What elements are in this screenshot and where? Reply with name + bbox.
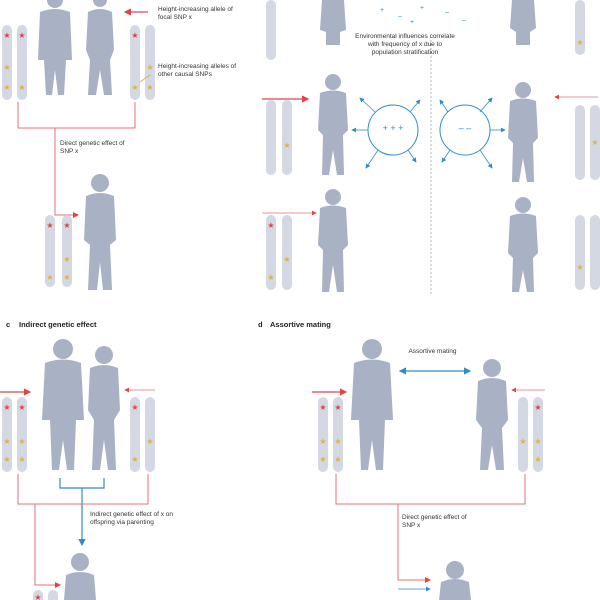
parent-figure-female (88, 346, 120, 470)
svg-text:★: ★ (334, 437, 341, 446)
child-figure (439, 561, 471, 600)
svg-text:★: ★ (3, 403, 10, 412)
svg-text:★: ★ (18, 83, 25, 92)
svg-text:★: ★ (576, 263, 583, 272)
svg-text:★: ★ (534, 403, 541, 412)
minus-signs: – – (458, 123, 472, 133)
chromosome-pair: ★ ★ ★ (575, 0, 600, 290)
svg-text:★: ★ (519, 437, 526, 446)
svg-text:★: ★ (319, 437, 326, 446)
label-indirect-effect: Indirect genetic effect of x on offsprin… (90, 511, 173, 526)
chromosome-pair: ★ ★ ★ ★ ★ ★ (318, 397, 343, 472)
svg-text:★: ★ (267, 273, 274, 282)
svg-text:★: ★ (46, 273, 53, 282)
svg-text:–: – (462, 17, 466, 24)
label-focal-allele: Height-increasing allele of focal SNP x (158, 6, 233, 21)
svg-text:★: ★ (334, 403, 341, 412)
svg-text:★: ★ (131, 403, 138, 412)
label-direct-effect-d: Direct genetic effect of SNP x (402, 514, 467, 529)
svg-text:★: ★ (334, 455, 341, 464)
parent-figure-male (42, 339, 84, 470)
child-figure (64, 553, 96, 600)
parent-figure-male (38, 0, 72, 95)
parent-figure-female (476, 359, 508, 470)
person-figure (318, 0, 348, 292)
svg-text:★: ★ (267, 221, 274, 230)
svg-text:★: ★ (131, 83, 138, 92)
svg-text:★: ★ (3, 437, 10, 446)
svg-text:★: ★ (534, 455, 541, 464)
svg-text:★: ★ (18, 437, 25, 446)
label-assortive-mating: Assortive mating (408, 348, 457, 355)
svg-text:★: ★ (319, 455, 326, 464)
svg-text:–: – (398, 13, 402, 20)
svg-text:★: ★ (283, 255, 290, 264)
svg-text:★: ★ (146, 437, 153, 446)
svg-text:★: ★ (146, 83, 153, 92)
svg-text:+: + (380, 7, 384, 14)
svg-text:★: ★ (534, 437, 541, 446)
svg-text:★: ★ (34, 593, 41, 600)
panel-d-letter: d (258, 320, 263, 329)
parent-figure-male (351, 339, 393, 470)
svg-text:★: ★ (18, 31, 25, 40)
svg-text:★: ★ (63, 255, 70, 264)
svg-text:★: ★ (319, 403, 326, 412)
svg-text:★: ★ (283, 141, 290, 150)
panel-c: ★ ★ ★ ★ ★ ★ ★ ★ ★ (0, 339, 155, 600)
svg-text:★: ★ (63, 221, 70, 230)
svg-text:★: ★ (63, 273, 70, 282)
svg-text:★: ★ (591, 138, 598, 147)
panel-d-title: Assortive mating (270, 320, 331, 329)
panel-b: + – + – – + ★ ★ ★ ★ (262, 0, 600, 295)
chromosome-pair: ★ ★ ★ ★ (518, 397, 543, 472)
panel-a: ★ ★ ★ ★ ★ ★ ★ ★ ★ (2, 0, 155, 290)
panel-c-letter: c (6, 320, 11, 329)
panel-c-title: Indirect genetic effect (19, 320, 97, 329)
chromosome-pair: ★ ★ ★ ★ (130, 25, 155, 100)
plus-signs: + + + (382, 123, 404, 133)
label-other-alleles: Height-increasing alleles of other causa… (158, 63, 237, 78)
chromosome-pair: ★ ★ ★ ★ ★ ★ (2, 397, 27, 472)
svg-text:+: + (420, 5, 424, 12)
svg-text:★: ★ (3, 63, 10, 72)
svg-text:★: ★ (146, 63, 153, 72)
svg-text:+: + (410, 19, 414, 26)
chromosome-pair: ★ (33, 590, 58, 600)
svg-text:★: ★ (3, 31, 10, 40)
panel-d: ★ ★ ★ ★ ★ ★ ★ ★ ★ ★ (312, 339, 545, 600)
chromosome-pair: ★ ★ ★ ★ (266, 0, 292, 290)
svg-text:★: ★ (46, 221, 53, 230)
label-direct-effect-a: Direct genetic effect of SNP x (60, 140, 125, 155)
svg-text:★: ★ (18, 455, 25, 464)
svg-text:★: ★ (18, 403, 25, 412)
scattered-signs: + – + – – + (380, 5, 466, 26)
chromosome-pair: ★ ★ ★ ★ ★ (2, 25, 27, 100)
person-figure (508, 0, 538, 292)
parent-figure-female (86, 0, 114, 95)
chromosome-pair: ★ ★ ★ (130, 397, 155, 472)
population-plus (351, 97, 421, 169)
svg-text:–: – (445, 9, 449, 16)
svg-text:★: ★ (131, 455, 138, 464)
svg-text:★: ★ (3, 455, 10, 464)
label-environmental: Environmental influences correlate with … (355, 33, 455, 56)
child-figure (84, 174, 116, 290)
svg-text:★: ★ (131, 31, 138, 40)
svg-text:★: ★ (3, 83, 10, 92)
chromosome-pair: ★ ★ ★ ★ ★ (45, 215, 72, 287)
svg-text:★: ★ (576, 38, 583, 47)
population-minus (439, 97, 506, 169)
